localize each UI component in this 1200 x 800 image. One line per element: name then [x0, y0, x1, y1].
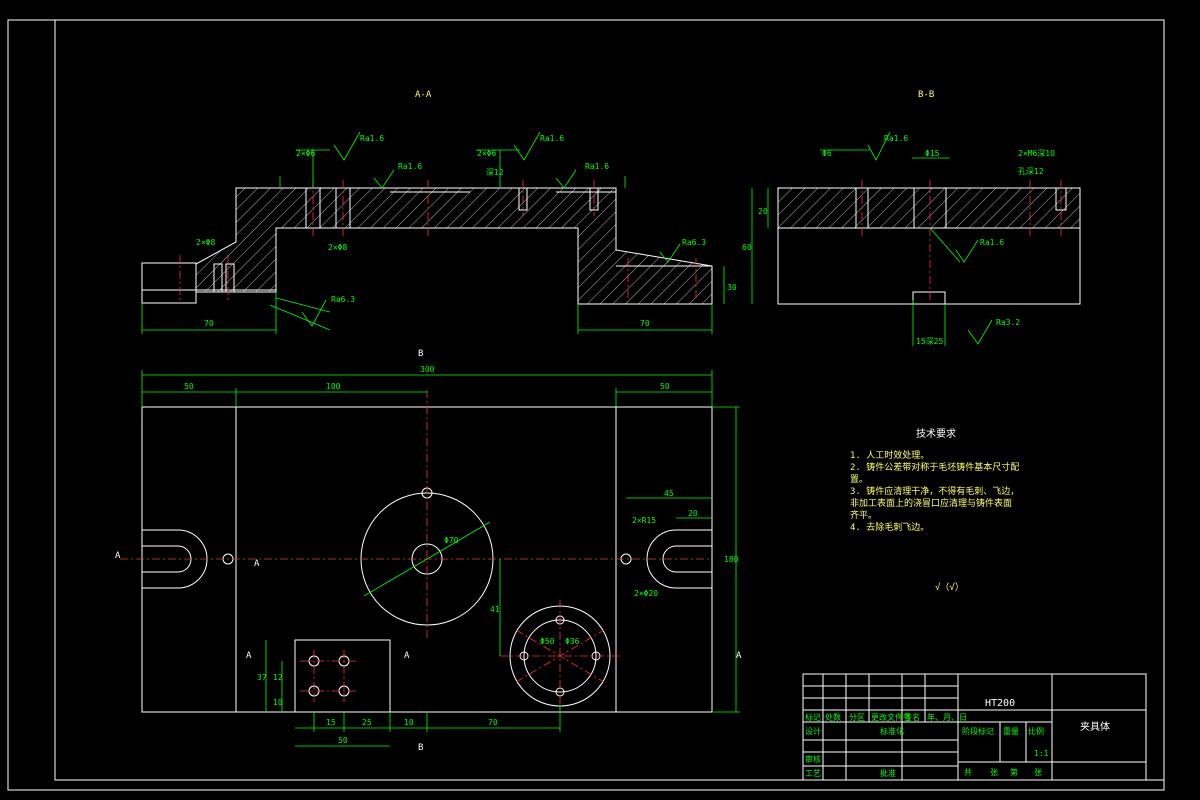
tb-h-sign: 签名	[904, 712, 920, 722]
svg-text:50: 50	[338, 736, 348, 745]
svg-text:A: A	[254, 559, 260, 569]
svg-text:Φ50: Φ50	[540, 637, 555, 646]
tech-line-3: 置。	[850, 474, 868, 485]
svg-text:41: 41	[490, 605, 500, 614]
tb-h-count: 处数	[825, 712, 841, 722]
svg-text:25: 25	[362, 718, 372, 727]
tb-sheet-label: 张	[990, 768, 998, 777]
tb-sheet-total: 共	[964, 768, 972, 777]
svg-text:Ra1.6: Ra1.6	[540, 134, 564, 143]
technical-requirements: 技术要求 1. 人工时效处理。 2. 铸件公差带对称于毛坯铸件基本尺寸配 置。 …	[850, 427, 1019, 593]
svg-text:2×Φ20: 2×Φ20	[634, 589, 658, 598]
svg-text:Ra1.6: Ra1.6	[360, 134, 384, 143]
svg-text:180: 180	[724, 555, 739, 564]
svg-text:Ra1.6: Ra1.6	[980, 238, 1004, 247]
section-bb-label: B-B	[918, 90, 934, 100]
svg-text:A: A	[246, 651, 252, 661]
aa-roughness-symbols: Ra1.6 Ra1.6 Ra1.6 Ra1.6 Ra6.3 Ra6.3	[301, 131, 706, 327]
tech-line-5: 非加工表面上的浇冒口应清理与铸件表面	[850, 497, 1012, 509]
tech-line-4: 3. 铸件应清理干净，不得有毛刺、飞边，	[850, 485, 1019, 497]
svg-text:Ra1.6: Ra1.6	[398, 162, 422, 171]
svg-text:50: 50	[184, 382, 194, 391]
tb-h-mark: 标记	[805, 712, 821, 722]
view-b-mark-top: B	[418, 349, 423, 359]
svg-text:Ra6.3: Ra6.3	[682, 238, 706, 247]
tb-scale-label: 比例	[1028, 726, 1044, 736]
svg-text:A: A	[404, 651, 410, 661]
svg-text:Ra3.2: Ra3.2	[996, 318, 1020, 327]
svg-text:70: 70	[204, 319, 214, 328]
svg-text:37: 37	[257, 673, 267, 682]
section-aa-label: A-A	[415, 90, 432, 100]
tb-review: 审核	[805, 754, 821, 764]
tech-title: 技术要求	[916, 427, 956, 440]
tb-h-doc: 更改文件号	[871, 712, 911, 722]
svg-text:70: 70	[488, 718, 498, 727]
svg-text:10: 10	[273, 698, 283, 707]
svg-text:50: 50	[660, 382, 670, 391]
svg-text:2×Φ8: 2×Φ8	[328, 243, 347, 252]
plan-dimensions: 300 50 100 50 45 20 2×R15 2×Φ20 Φ70 41 Φ…	[115, 365, 742, 747]
svg-text:Φ70: Φ70	[444, 536, 459, 545]
svg-text:2×M6深10: 2×M6深10	[1018, 149, 1055, 158]
svg-text:A: A	[736, 651, 742, 661]
tech-line-6: 齐平。	[850, 509, 877, 521]
title-block: 标记 处数 分区 更改文件号 签名 年、月、日 设计 标准化 审核 工艺 批准 …	[802, 673, 1147, 781]
svg-text:Φ36: Φ36	[565, 637, 580, 646]
aa-dimensions: 70 70 30 2×Φ6 2×Φ6 深12 2×Φ8 2×Φ8	[141, 149, 737, 334]
tb-stage: 阶段标记	[962, 726, 994, 736]
section-bb-view	[777, 180, 1081, 305]
tb-sheet-no: 第	[1010, 767, 1018, 777]
svg-text:Φ6: Φ6	[822, 149, 832, 158]
section-aa-view	[141, 180, 713, 305]
tb-design: 设计	[805, 726, 821, 736]
tech-line-7: 4. 去除毛刺飞边。	[850, 521, 929, 533]
svg-text:20: 20	[758, 207, 768, 216]
bb-roughness-symbols: Ra1.6 Ra1.6 Ra3.2	[867, 131, 1020, 345]
svg-text:Ra1.6: Ra1.6	[585, 162, 609, 171]
svg-text:30: 30	[727, 283, 737, 292]
tb-h-date: 年、月、日	[927, 712, 967, 722]
svg-text:Ra1.6: Ra1.6	[884, 134, 908, 143]
svg-text:45: 45	[664, 489, 674, 498]
svg-text:70: 70	[640, 319, 650, 328]
svg-text:15深25: 15深25	[916, 337, 943, 346]
svg-text:A: A	[115, 551, 121, 561]
svg-text:20: 20	[688, 509, 698, 518]
inner-border	[54, 19, 1165, 781]
svg-text:Φ15: Φ15	[925, 149, 940, 158]
tb-scale: 1:1	[1034, 749, 1049, 758]
tb-standard: 标准化	[880, 726, 904, 736]
svg-text:300: 300	[420, 365, 435, 374]
plan-view	[120, 390, 713, 713]
svg-text:2×Φ8: 2×Φ8	[196, 238, 215, 247]
svg-text:2×R15: 2×R15	[632, 516, 656, 525]
tech-line-1: 1. 人工时效处理。	[850, 449, 929, 461]
svg-text:Ra6.3: Ra6.3	[331, 295, 355, 304]
svg-text:60: 60	[742, 243, 752, 252]
tb-h-zone: 分区	[849, 713, 865, 722]
svg-text:12: 12	[273, 673, 283, 682]
svg-text:深12: 深12	[486, 168, 504, 177]
svg-text:2×Φ6: 2×Φ6	[296, 149, 315, 158]
view-b-mark-bottom: B	[418, 743, 423, 753]
svg-text:孔深12: 孔深12	[1018, 167, 1044, 176]
svg-text:2×Φ6: 2×Φ6	[477, 149, 496, 158]
tb-sheet-label2: 张	[1034, 768, 1042, 777]
bb-dimensions: 60 20 Φ6 Φ15 2×M6深10 孔深12 15深25	[742, 149, 1055, 346]
tb-approve: 批准	[880, 768, 896, 778]
svg-text:15: 15	[326, 718, 336, 727]
general-roughness-note: √（√）	[935, 582, 964, 593]
svg-text:100: 100	[326, 382, 341, 391]
tb-part-name: 夹具体	[1080, 720, 1110, 733]
svg-text:10: 10	[404, 718, 414, 727]
tb-weight: 重量	[1003, 726, 1019, 736]
tb-process: 工艺	[805, 769, 821, 778]
tech-line-2: 2. 铸件公差带对称于毛坯铸件基本尺寸配	[850, 461, 1019, 473]
tb-material: HT200	[985, 698, 1015, 709]
